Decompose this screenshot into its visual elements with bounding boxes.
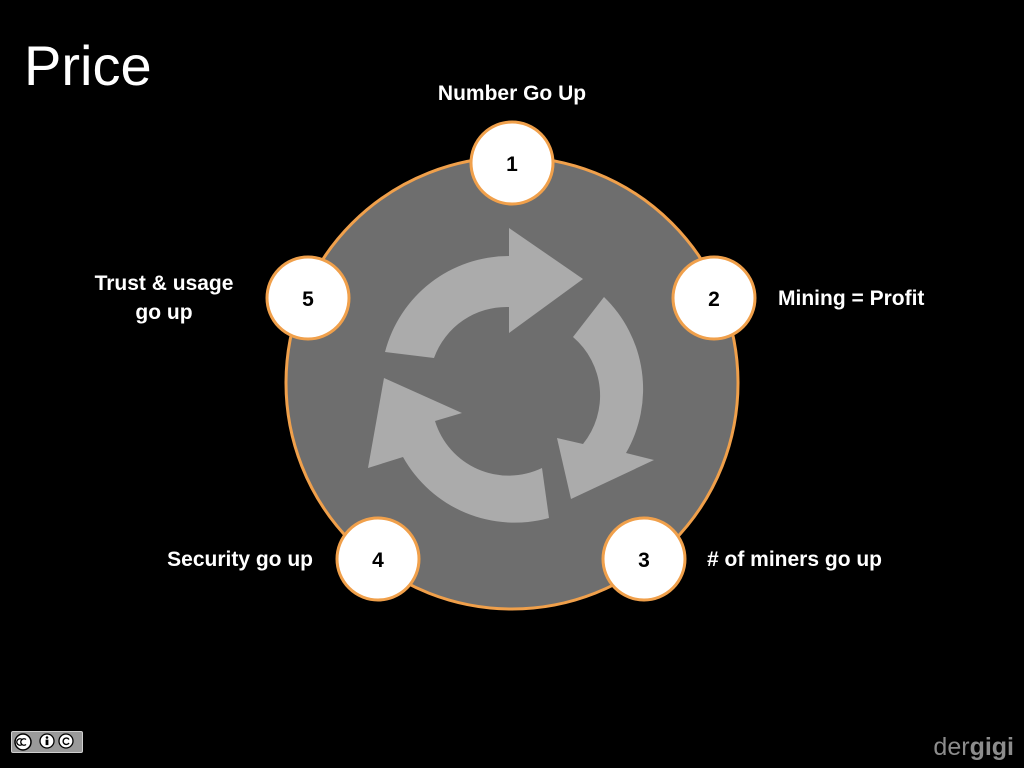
cycle-node-2-label: Mining = Profit	[778, 287, 925, 310]
cycle-arrows-icon	[368, 228, 654, 523]
cycle-node-5: 5	[265, 255, 351, 341]
cycle-node-1-number: 1	[506, 153, 518, 176]
brand-logo-light: der	[933, 733, 970, 761]
brand-logo-bold: gigi	[969, 733, 1014, 761]
cycle-arrow-right	[557, 297, 654, 499]
cycle-arrow-top	[385, 228, 583, 358]
brand-logo: dergigi	[933, 735, 1014, 760]
cycle-node-1-label: Number Go Up	[437, 82, 587, 105]
cycle-node-3-label: # of miners go up	[707, 548, 883, 571]
cycle-node-4-number: 4	[372, 549, 384, 572]
cycle-node-2-number: 2	[708, 288, 720, 311]
cycle-node-2: 2	[671, 255, 757, 341]
cycle-node-1: 1	[469, 120, 555, 206]
page-title: Price	[24, 34, 152, 97]
cycle-node-5-number: 5	[302, 288, 314, 311]
cycle-node-4: 4	[335, 516, 421, 602]
cycle-node-5-label-line1: Trust & usage	[94, 272, 234, 295]
cycle-node-5-label-line2: go up	[135, 301, 193, 324]
cycle-arrow-left	[368, 378, 549, 523]
cycle-node-3: 3	[601, 516, 687, 602]
cycle-node-3-number: 3	[638, 549, 650, 572]
cc-by-sa-icon	[11, 731, 83, 753]
cycle-node-4-label: Security go up	[167, 548, 313, 571]
cc-by-sa-icon-graphic	[14, 733, 74, 751]
cycle-node-5-label: Trust & usage go up	[64, 269, 264, 327]
